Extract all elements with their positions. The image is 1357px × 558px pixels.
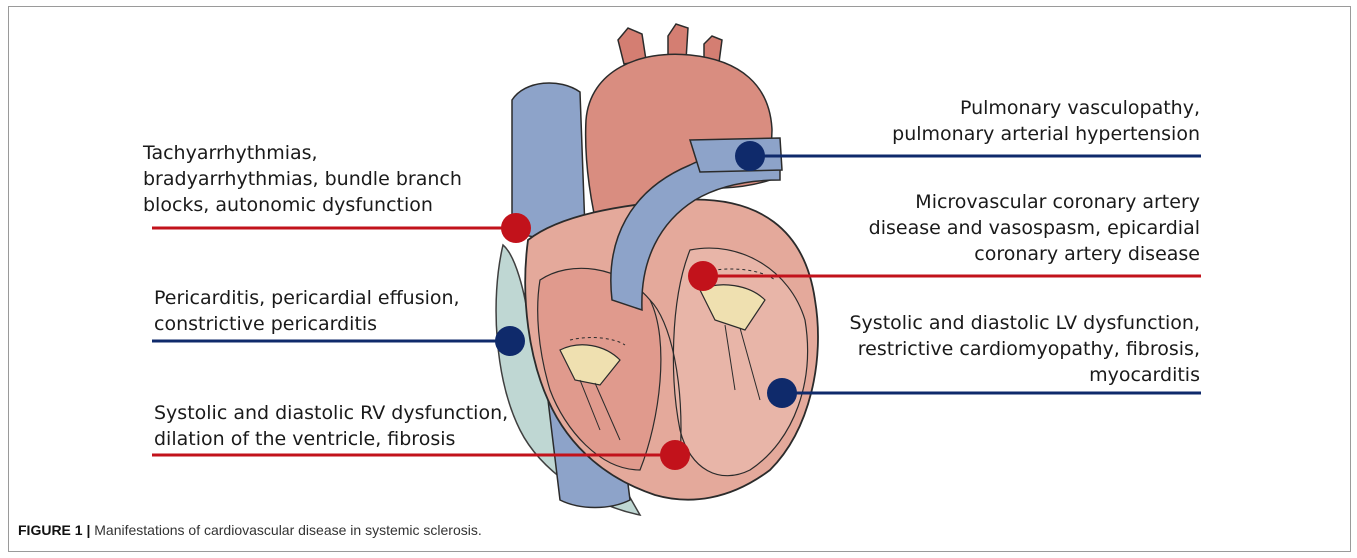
label-rv-dysfunction: Systolic and diastolic RV dysfunction, d… <box>154 400 508 452</box>
label-rv-line-1: Systolic and diastolic RV dysfunction, <box>154 400 508 426</box>
label-pulmonary-line-2: pulmonary arterial hypertension <box>892 121 1200 147</box>
label-arrhythmia: Tachyarrhythmias, bradyarrhythmias, bund… <box>143 140 462 218</box>
label-pericarditis: Pericarditis, pericardial effusion, cons… <box>154 285 460 337</box>
label-arrhythmia-line-1: Tachyarrhythmias, <box>143 140 462 166</box>
label-rv-line-2: dilation of the ventricle, fibrosis <box>154 426 508 452</box>
caption-prefix: FIGURE 1 | <box>18 522 90 538</box>
label-pulmonary: Pulmonary vasculopathy, pulmonary arteri… <box>892 95 1200 147</box>
label-coronary-line-1: Microvascular coronary artery <box>869 189 1200 215</box>
label-coronary: Microvascular coronary artery disease an… <box>869 189 1200 267</box>
label-lv-line-1: Systolic and diastolic LV dysfunction, <box>850 310 1201 336</box>
label-lv-dysfunction: Systolic and diastolic LV dysfunction, r… <box>850 310 1201 388</box>
label-pulmonary-line-1: Pulmonary vasculopathy, <box>892 95 1200 121</box>
figure-caption: FIGURE 1 | Manifestations of cardiovascu… <box>18 522 482 538</box>
label-pericarditis-line-1: Pericarditis, pericardial effusion, <box>154 285 460 311</box>
label-lv-line-2: restrictive cardiomyopathy, fibrosis, <box>850 336 1201 362</box>
label-arrhythmia-line-3: blocks, autonomic dysfunction <box>143 192 462 218</box>
label-pericarditis-line-2: constrictive pericarditis <box>154 311 460 337</box>
label-lv-line-3: myocarditis <box>850 362 1201 388</box>
label-coronary-line-3: coronary artery disease <box>869 241 1200 267</box>
label-arrhythmia-line-2: bradyarrhythmias, bundle branch <box>143 166 462 192</box>
label-coronary-line-2: disease and vasospasm, epicardial <box>869 215 1200 241</box>
caption-text: Manifestations of cardiovascular disease… <box>90 522 481 538</box>
